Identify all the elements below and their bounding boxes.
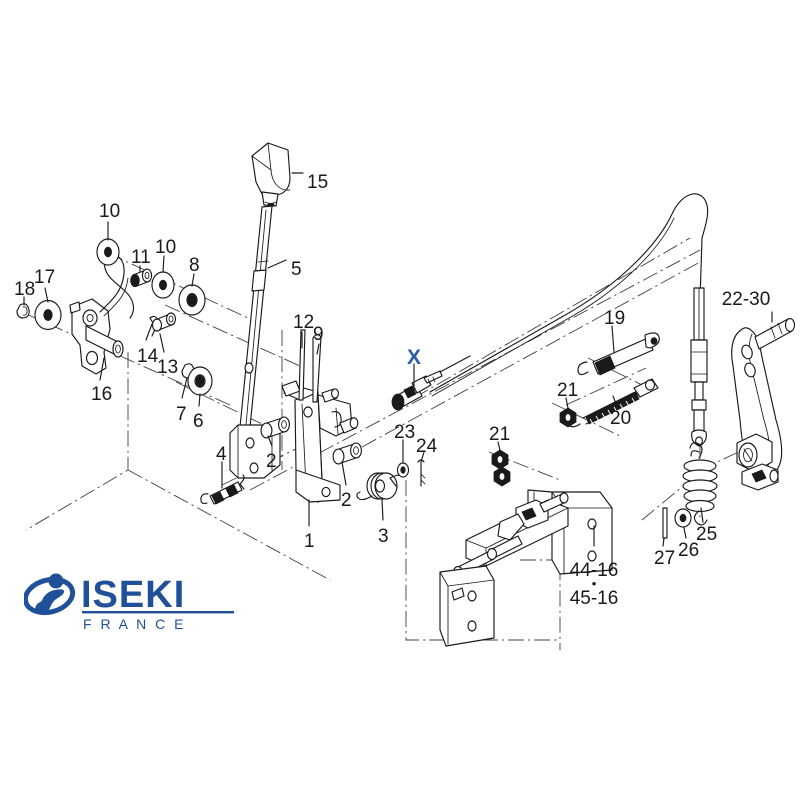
callout-21-a: 21 [489,424,511,445]
bracket-small-nut [493,466,511,487]
washer-stack [96,238,213,396]
callout-6: 6 [193,411,204,432]
part-2-bushings [260,416,362,465]
part-10b-washer [151,271,175,299]
callout-8: 8 [189,255,200,276]
callout-7: 7 [176,404,187,425]
turnbuckle-rod [690,287,708,447]
logo-subtext: F R A N C E [83,616,186,632]
callout-2-b: 2 [341,490,352,511]
callout-13: 13 [157,357,179,378]
callout-15: 15 [307,172,329,193]
callout-16: 16 [91,384,113,405]
part-20-coil-spring [567,378,659,428]
callout-11: 11 [131,247,151,268]
callout-26: 26 [678,540,700,561]
part-1-pivot-arm [281,380,359,503]
part-3-torsion-spring [356,472,405,501]
parts-26-27 [662,507,692,539]
callout-12: 12 [293,312,315,333]
callout-10-a: 10 [99,201,121,222]
part-6-washer [187,366,213,396]
callout-4: 4 [216,444,227,465]
part-2b-bushing [332,442,362,465]
logo-wordmark: ISEKI [81,574,185,616]
callout-22-30: 22-30 [721,289,771,310]
part-25-tension-spring [682,287,718,526]
part-5-control-lever [229,142,291,479]
part-27-pin [662,507,668,539]
part-21-nuts [491,407,577,470]
callout-45-16: 45-16 [569,587,619,609]
callout-group-dot: • [591,576,597,592]
highlight-marker-x: X [407,346,422,369]
part-16-lever-bracket [69,254,135,375]
part-15-knob [251,142,291,207]
callout-19: 19 [604,308,626,329]
part-24-cotter-pin [417,459,426,487]
part-23-washer [396,462,410,478]
callout-9: 9 [313,324,324,345]
bracket-assembly-44-45 [439,466,613,647]
part-17-washer [34,299,62,331]
callout-21-b: 21 [557,380,579,401]
callout-44-16: 44-16 [569,560,619,581]
part-26-washer [674,508,692,528]
callout-group-44-45: 44-16 • 45-16 [570,560,619,609]
part-22-30-pivot-arm [731,318,796,491]
callout-3: 3 [378,526,389,547]
callout-25: 25 [696,524,718,545]
part-21a-nut [491,449,509,470]
part-4-spring [200,474,245,505]
callout-27: 27 [654,548,676,569]
callout-20: 20 [610,408,632,429]
part-10a-washer [96,238,120,266]
callout-2-a: 2 [266,451,277,472]
logo-underline [82,611,234,614]
parts-12-9-rods [298,329,322,403]
callout-17: 17 [34,267,56,288]
leader-lines [23,172,773,547]
callout-23: 23 [394,422,416,443]
iseki-france-logo: ISEKI F R A N C E [24,573,234,632]
part-11-bushing [130,268,153,288]
callout-18: 18 [14,279,36,300]
part-13-bushing [151,312,177,332]
part-8-washer [178,284,206,316]
callout-24: 24 [416,436,438,457]
part-19-spring-rod [577,332,660,376]
part-18-clip [16,303,30,319]
iseki-figure-icon [24,573,76,616]
callout-1: 1 [304,531,315,552]
part-2a-bushing [260,416,290,439]
callout-10-b: 10 [155,237,177,258]
callout-14: 14 [137,346,159,367]
cable-end-fitting [391,355,471,411]
part-21b-nut [559,407,577,428]
callout-5: 5 [291,259,302,280]
cable-assembly [391,193,709,487]
